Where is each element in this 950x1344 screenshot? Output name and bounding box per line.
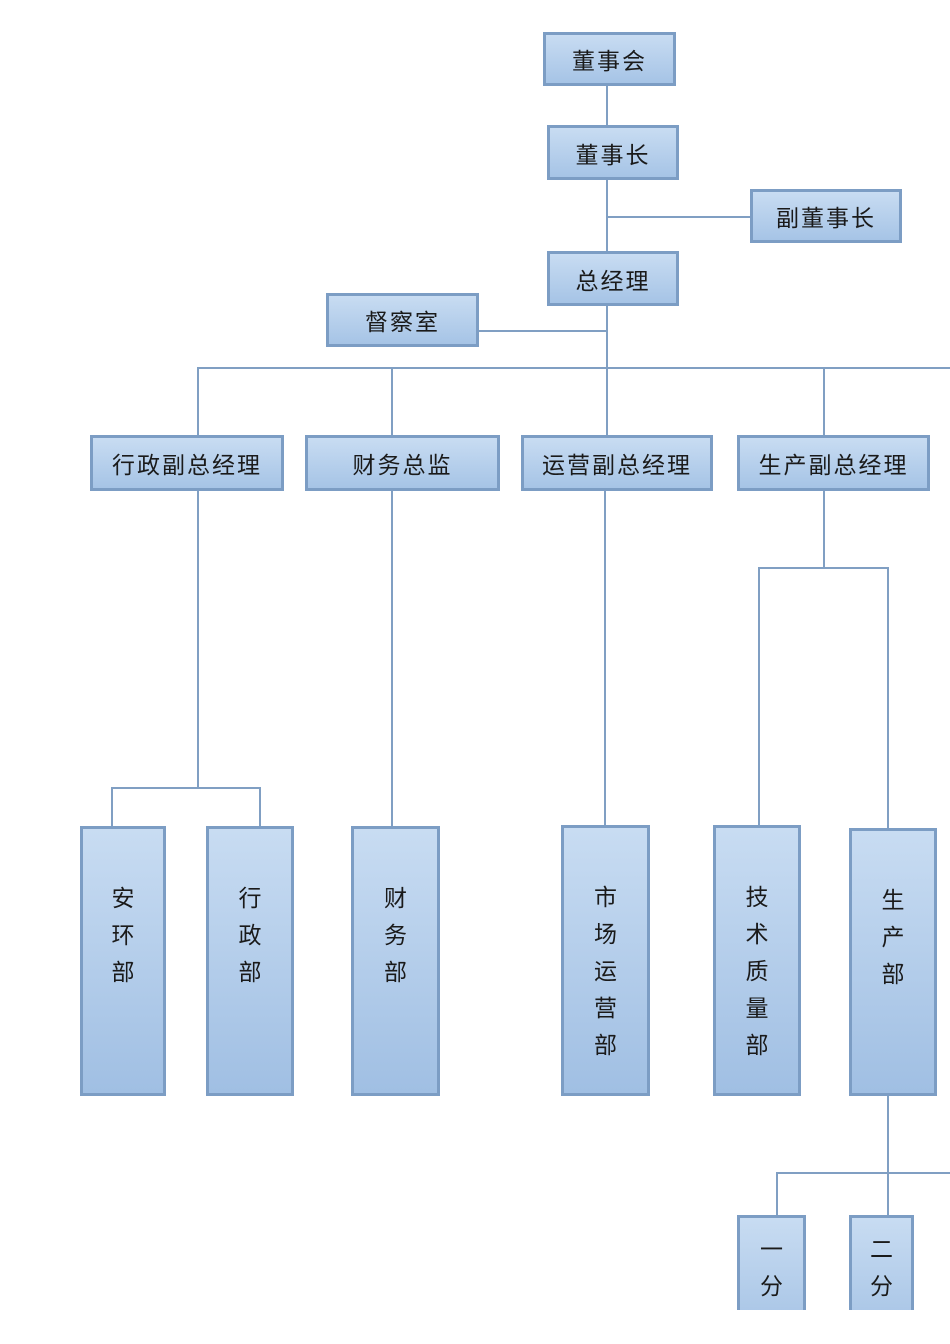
node-market-ops-dept: 市场运营部 <box>561 825 650 1096</box>
connector <box>823 491 825 569</box>
node-label: 财务总监 <box>352 453 453 479</box>
node-production-dept: 生产部 <box>849 828 937 1096</box>
node-label: 行政部 <box>238 886 262 986</box>
node-label: 生产部 <box>881 888 905 988</box>
node-label: 总经理 <box>575 268 651 295</box>
node-label: 二分厂 <box>869 1237 893 1300</box>
node-branch-factory-2: 二分厂 <box>849 1215 914 1310</box>
connector <box>111 787 261 789</box>
connector <box>111 787 113 826</box>
connector <box>606 368 608 435</box>
node-label: 安环部 <box>111 886 135 986</box>
node-admin-dept: 行政部 <box>206 826 294 1096</box>
connector <box>607 216 750 218</box>
connector <box>197 491 199 788</box>
connector <box>776 1172 778 1215</box>
node-label: 行政副总经理 <box>112 453 262 479</box>
node-label: 督察室 <box>365 310 440 336</box>
connector <box>758 567 760 825</box>
node-branch-factory-1: 一分厂 <box>737 1215 806 1310</box>
node-label: 董事长 <box>575 142 651 169</box>
node-supervision: 督察室 <box>326 293 479 347</box>
connector <box>887 567 889 828</box>
connector <box>776 1172 950 1174</box>
node-label: 运营副总经理 <box>542 453 692 479</box>
node-operations-vp: 运营副总经理 <box>521 435 713 491</box>
connector <box>823 368 825 435</box>
node-label: 市场运营部 <box>593 885 617 1059</box>
node-label: 董事会 <box>572 49 647 75</box>
node-label: 一分厂 <box>759 1237 783 1300</box>
node-label: 副董事长 <box>776 206 876 232</box>
node-vice-chairman: 副董事长 <box>750 189 902 243</box>
connector <box>758 567 889 569</box>
node-production-vp: 生产副总经理 <box>737 435 930 491</box>
node-cfo: 财务总监 <box>305 435 500 491</box>
node-tech-quality-dept: 技术质量部 <box>713 825 801 1096</box>
connector <box>604 491 606 825</box>
node-label: 财务部 <box>383 886 407 986</box>
node-finance-dept: 财务部 <box>351 826 440 1096</box>
node-admin-vp: 行政副总经理 <box>90 435 284 491</box>
node-chairman: 董事长 <box>547 125 679 180</box>
node-board: 董事会 <box>543 32 676 86</box>
connector <box>391 368 393 435</box>
connector <box>197 367 950 369</box>
connector <box>197 368 199 435</box>
node-label: 技术质量部 <box>745 885 769 1059</box>
connector <box>606 86 608 368</box>
connector <box>391 491 393 826</box>
node-safety-env-dept: 安环部 <box>80 826 166 1096</box>
connector <box>259 787 261 826</box>
org-chart: 董事会 董事长 副董事长 总经理 督察室 行政副总经理 财务总监 运营副总经理 … <box>80 32 950 1310</box>
connector <box>479 330 607 332</box>
node-general-manager: 总经理 <box>547 251 679 306</box>
node-label: 生产副总经理 <box>758 453 909 479</box>
connector <box>887 1095 889 1215</box>
